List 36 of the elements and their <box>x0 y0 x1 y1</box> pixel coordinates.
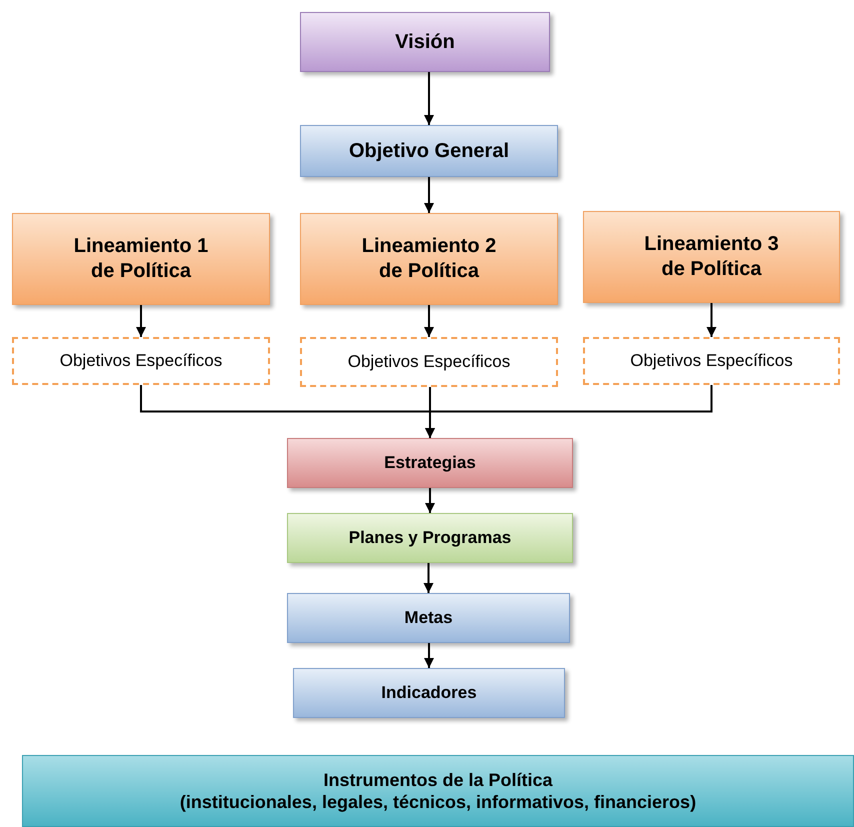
arrow <box>425 488 435 513</box>
box-label: Objetivos Específicos <box>60 350 222 372</box>
box-label: Lineamiento 2 de Política <box>360 234 498 284</box>
box-label: Estrategias <box>384 452 476 474</box>
box-label: Metas <box>404 607 453 629</box>
arrow <box>706 303 716 337</box>
policy-box <box>583 211 840 303</box>
process-box <box>300 12 550 72</box>
arrow <box>424 72 434 125</box>
process-box <box>287 513 573 563</box>
process-box <box>293 668 565 718</box>
arrow <box>425 385 712 438</box>
box-label: Objetivos Específicos <box>630 350 793 372</box>
objectives-box <box>583 337 840 385</box>
process-box <box>287 593 570 643</box>
objectives-box <box>300 337 558 387</box>
arrow <box>424 305 434 337</box>
arrow <box>424 643 434 668</box>
instruments-band <box>22 755 854 827</box>
box-label: Visión <box>395 30 455 54</box>
box-label: Instrumentos de la Política <box>322 768 554 791</box>
box-label: (institucionales, legales, técnicos, informativos, financieros) <box>180 791 696 814</box>
box-label: Indicadores <box>381 682 477 704</box>
policy-box <box>300 213 558 305</box>
box-label: Lineamiento 3 de Política <box>643 232 780 282</box>
objectives-box <box>12 337 270 385</box>
process-box <box>287 438 573 488</box>
process-box <box>300 125 558 177</box>
box-label: Objetivo General <box>348 138 510 164</box>
box-label: Planes y Programas <box>348 527 512 549</box>
box-label: Lineamiento 1 de Política <box>72 234 210 284</box>
box-label: Objetivos Específicos <box>348 351 510 373</box>
policy-box <box>12 213 270 305</box>
arrow <box>424 563 434 593</box>
arrow <box>136 305 146 337</box>
arrow <box>424 177 434 213</box>
